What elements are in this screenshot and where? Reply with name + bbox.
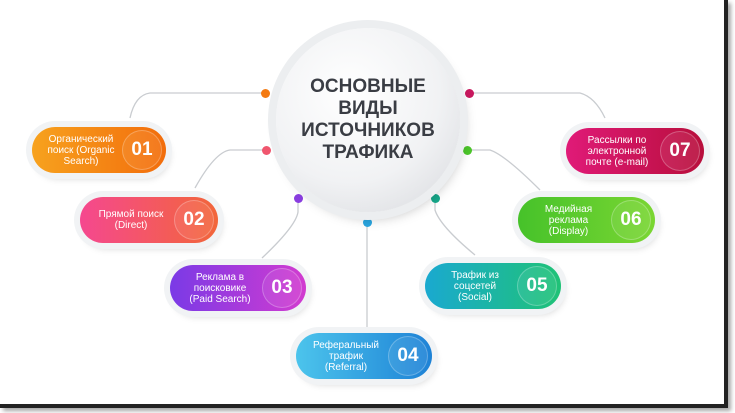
- connector-07: [469, 92, 606, 119]
- item-number: 02: [174, 200, 214, 240]
- dot-06: [463, 146, 472, 155]
- item-number: 07: [660, 131, 700, 171]
- item-number: 03: [262, 268, 302, 308]
- frame-border: [0, 0, 728, 408]
- central-circle: ОСНОВНЫЕ ВИДЫ ИСТОЧНИКОВ ТРАФИКА: [276, 28, 460, 212]
- dot-04: [363, 218, 372, 227]
- title-line: ТРАФИКА: [322, 142, 414, 163]
- connector-02: [194, 149, 266, 189]
- connector-03: [261, 198, 299, 259]
- item-number: 04: [388, 336, 428, 376]
- title-line: ОСНОВНЫЕ: [310, 76, 426, 97]
- dot-03: [294, 194, 303, 203]
- dot-01: [261, 89, 270, 98]
- title-line: ИСТОЧНИКОВ: [301, 120, 435, 141]
- dot-05: [431, 194, 440, 203]
- item-number: 06: [611, 200, 651, 240]
- item-number: 05: [517, 266, 557, 306]
- title-line: ВИДЫ: [338, 98, 398, 119]
- dot-07: [465, 89, 474, 98]
- connector-01: [129, 92, 265, 119]
- item-label: Прямой поиск(Direct): [98, 209, 164, 231]
- diagram-title: ОСНОВНЫЕ ВИДЫ ИСТОЧНИКОВ ТРАФИКА: [283, 76, 453, 164]
- item-02: Прямой поиск(Direct) 02: [80, 197, 218, 243]
- connector-06: [467, 149, 541, 191]
- connector-05: [434, 198, 476, 256]
- item-number: 01: [122, 130, 162, 170]
- dot-02: [262, 146, 271, 155]
